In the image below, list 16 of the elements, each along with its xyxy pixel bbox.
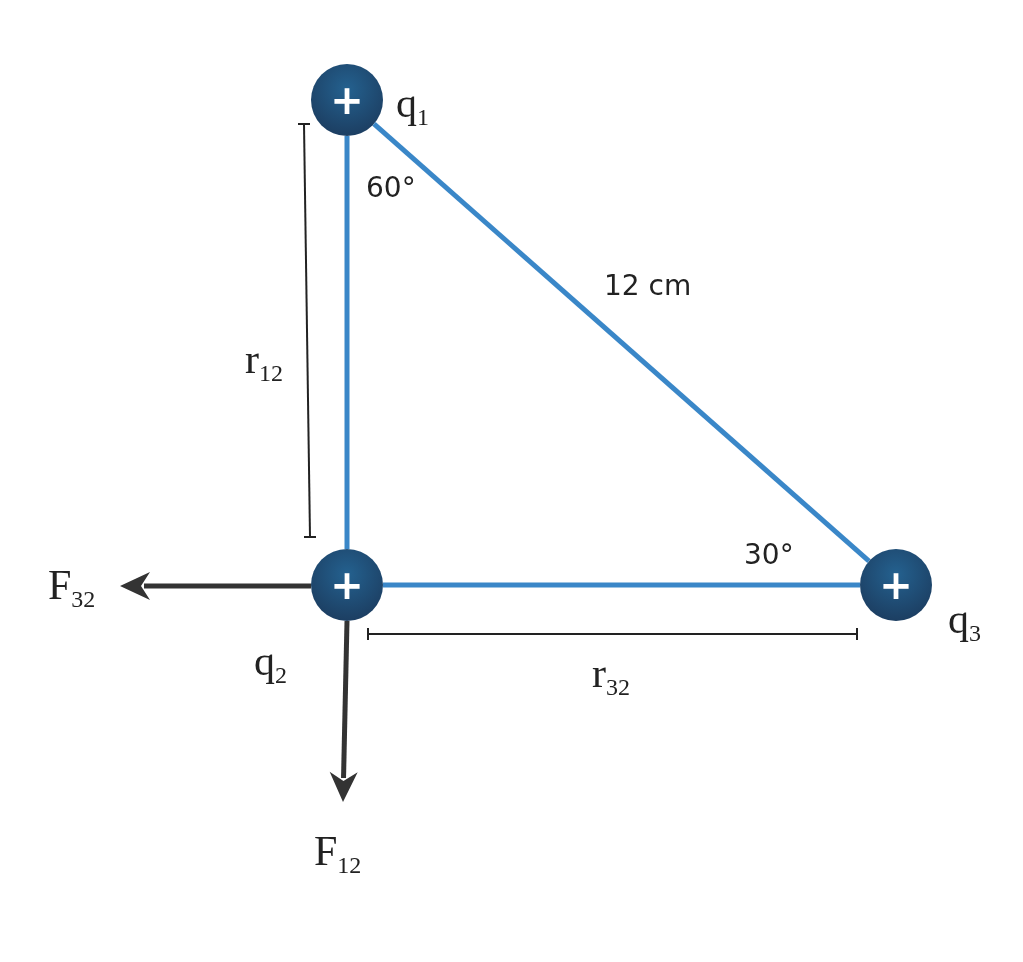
charge-circle: + — [311, 549, 383, 621]
angle-label: 30° — [744, 541, 794, 569]
distance-label: r$_{32}$ — [592, 652, 630, 699]
charge-label: q$_{3}$ — [948, 598, 981, 645]
force-label: F$_{12}$ — [314, 830, 362, 877]
angle-label: 60° — [366, 174, 416, 202]
edge-label: 12 cm — [604, 272, 692, 300]
triangle-side — [344, 136, 350, 549]
charge-circle: + — [860, 549, 932, 621]
charge-circle: + — [311, 64, 383, 136]
charge-label: q$_{2}$ — [254, 640, 287, 687]
distance-label: r$_{12}$ — [245, 338, 283, 385]
triangle-side — [372, 121, 871, 564]
triangle-side — [383, 582, 860, 588]
charge-label: q$_{1}$ — [396, 82, 429, 129]
force-label: F$_{32}$ — [48, 564, 96, 611]
